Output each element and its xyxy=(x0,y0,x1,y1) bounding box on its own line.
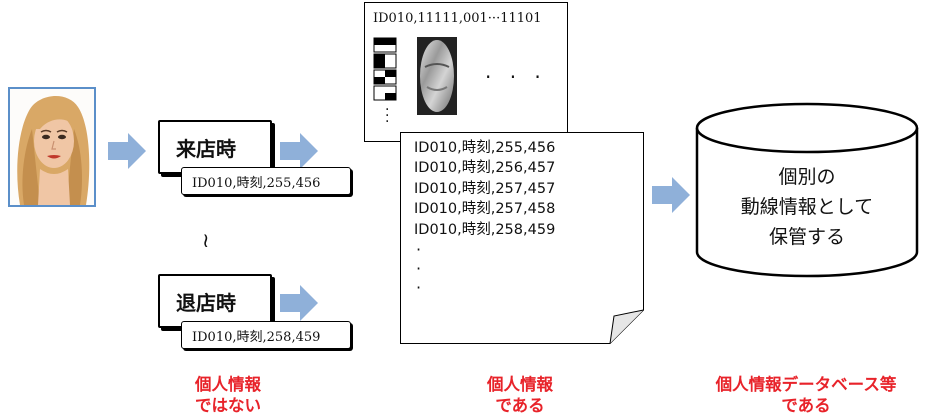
departure-record-text: ID010,時刻,258,459 xyxy=(192,329,321,345)
face-illustration xyxy=(10,89,94,205)
vertical-ellipsis: ··· xyxy=(385,102,390,130)
document-page-shape xyxy=(400,132,644,344)
customer-face-image xyxy=(8,87,96,207)
caption-line: 個人情報データベース等 xyxy=(715,375,897,394)
database-label-line: 個別の xyxy=(778,166,836,188)
caption-line: である xyxy=(781,396,831,415)
image-data-document: ID010,11111,001···11101 ··· · · · xyxy=(364,2,568,142)
database-cylinder-icon xyxy=(695,102,919,278)
flow-arrow-2 xyxy=(280,133,318,169)
flow-arrow-4 xyxy=(652,177,690,213)
image-data-header: ID010,11111,001···11101 xyxy=(373,11,542,26)
tracking-line: ID010,時刻,257,458 xyxy=(414,201,556,218)
horizontal-ellipsis: · · · xyxy=(485,65,547,89)
arrival-label: 来店時 xyxy=(176,136,236,161)
departure-label: 退店時 xyxy=(176,290,236,315)
tracking-line: ID010,時刻,255,456 xyxy=(414,140,556,156)
departure-record: ID010,時刻,258,459 xyxy=(181,321,351,349)
tracking-document: ID010,時刻,255,456 ID010,時刻,256,457 ID010,… xyxy=(400,132,644,344)
caption-line: である xyxy=(495,396,545,415)
caption-line: 個人情報 xyxy=(487,375,553,394)
departure-event-box: 退店時 xyxy=(158,274,272,328)
flow-arrow-1 xyxy=(108,133,146,169)
arrival-record-text: ID010,時刻,255,456 xyxy=(192,175,321,191)
caption-is-personal-info: 個人情報 である xyxy=(470,374,570,416)
tracking-line: ID010,時刻,257,457 xyxy=(414,180,556,197)
database-label: 個別の 動線情報として 保管する xyxy=(697,162,917,252)
grayscale-face-scan-icon xyxy=(417,37,457,115)
arrival-event-box: 来店時 xyxy=(158,120,272,174)
flow-arrow-3 xyxy=(280,285,318,321)
caption-personal-info-database: 個人情報データベース等 である xyxy=(688,374,924,416)
database-label-line: 保管する xyxy=(768,226,845,248)
between-mark: ≀ xyxy=(202,228,210,252)
database-label-line: 動線情報として xyxy=(740,196,874,218)
tracking-lines: ID010,時刻,255,456 ID010,時刻,256,457 ID010,… xyxy=(414,138,555,240)
feature-blocks-icon xyxy=(373,37,397,101)
caption-line: ではない xyxy=(195,396,261,415)
caption-line: 個人情報 xyxy=(195,375,261,394)
arrival-record: ID010,時刻,255,456 xyxy=(181,167,351,195)
tracking-line: ID010,時刻,258,459 xyxy=(414,221,556,238)
caption-not-personal-info: 個人情報 ではない xyxy=(178,374,278,416)
tracking-line: ID010,時刻,256,457 xyxy=(414,160,556,177)
tracking-vertical-ellipsis: ··· xyxy=(416,240,422,297)
